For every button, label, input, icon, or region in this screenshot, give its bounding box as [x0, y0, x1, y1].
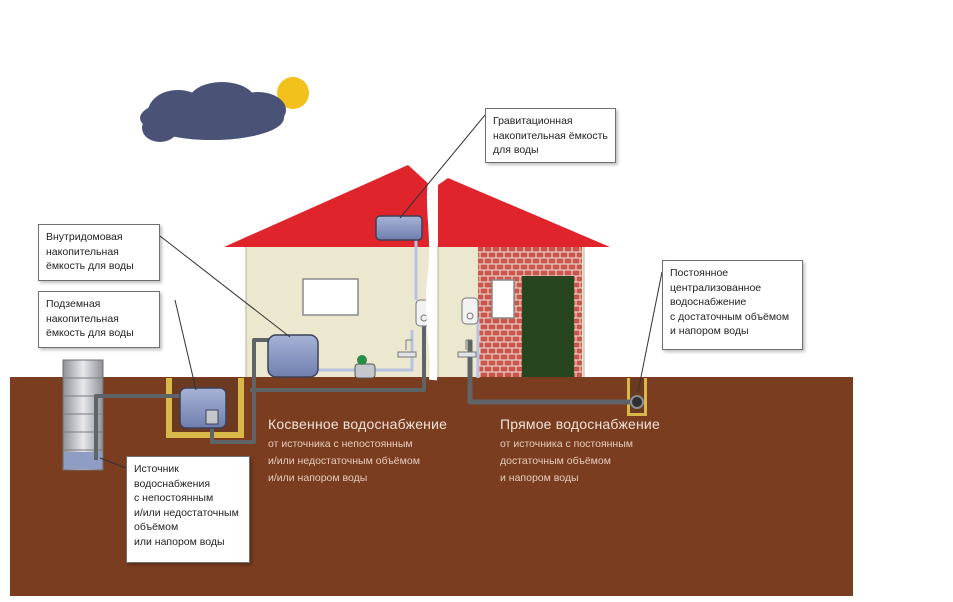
leader-central: [637, 271, 663, 393]
pipe-pump-line: [318, 330, 414, 372]
water-heater-right-icon: [461, 297, 479, 325]
faucet-left-icon: [397, 339, 417, 358]
roof-right: [438, 178, 610, 247]
central-pipe-end: [630, 395, 644, 409]
well-water: [64, 452, 102, 469]
callout-gravity-tank: Гравитационная накопительная ёмкость для…: [485, 108, 616, 163]
indirect-title: Косвенное водоснабжение: [268, 416, 448, 432]
pipe-tank-to-house: [210, 338, 280, 444]
direct-title: Прямое водоснабжение: [500, 416, 660, 432]
direct-description: от источника с постоянным достаточным об…: [500, 438, 633, 484]
leader-source: [99, 457, 127, 469]
cloud-icon: [140, 82, 286, 142]
callout-source: Источник водоснабжения с непостоянным и/…: [126, 456, 250, 563]
callout-underground-tank: Подземная накопительная ёмкость для воды: [38, 291, 160, 348]
indoor-tank: [267, 334, 319, 378]
indirect-description: от источника с непостоянным и/или недост…: [268, 438, 420, 484]
divider: [425, 179, 438, 381]
leader-underground: [174, 299, 197, 391]
pump-icon: [354, 355, 376, 379]
sun-icon: [277, 77, 309, 109]
gravity-tank: [375, 215, 423, 241]
pipe-central: [467, 340, 636, 405]
faucet-right-icon: [457, 339, 477, 358]
leader-indoor: [159, 235, 291, 338]
window-left: [302, 278, 359, 316]
underground-tank: [179, 387, 227, 429]
underground-tank-pump: [205, 409, 219, 425]
pipe-gravity-feed: [250, 316, 426, 392]
window-right: [491, 279, 515, 319]
door: [522, 276, 574, 379]
callout-central-supply: Постоянное централизованное водоснабжени…: [662, 260, 803, 350]
leader-gravity: [399, 114, 486, 219]
callout-indoor-tank: Внутридомовая накопительная ёмкость для …: [38, 224, 160, 281]
